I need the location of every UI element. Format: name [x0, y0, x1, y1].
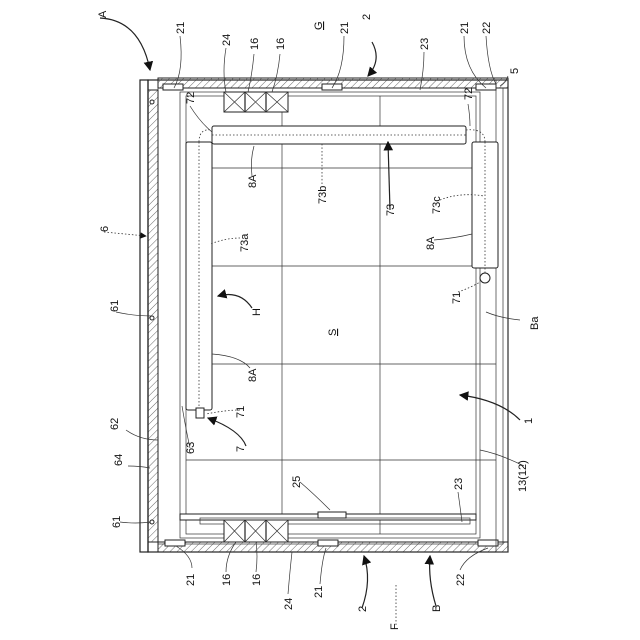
label-24-bottom: 24 — [283, 598, 295, 610]
label-16-top-b: 16 — [275, 38, 287, 50]
bottom-units — [180, 512, 476, 542]
label-61-bottom: 61 — [111, 516, 123, 528]
shelf-grid — [186, 96, 496, 534]
label-73b: 73b — [317, 186, 329, 204]
label-23-bottom: 23 — [453, 478, 465, 490]
label-64: 64 — [113, 454, 125, 466]
label-16-bottom-a: 16 — [221, 574, 233, 586]
label-Ba: Ba — [529, 316, 541, 330]
label-71-right: 71 — [451, 292, 463, 304]
label-F: F — [389, 623, 401, 630]
label-62: 62 — [109, 418, 121, 430]
pipe-top — [212, 126, 466, 144]
label-21-d: 21 — [185, 574, 197, 586]
label-21-e: 21 — [313, 586, 325, 598]
label-24-top: 24 — [221, 34, 233, 46]
label-73: 73 — [385, 204, 397, 216]
reference-labels: A G 2 21 24 16 16 21 23 21 22 5 72 72 8A… — [97, 10, 541, 630]
label-1: 1 — [523, 418, 535, 424]
bottom-wall — [158, 540, 508, 552]
label-B: B — [431, 605, 443, 612]
label-A: A — [97, 10, 109, 18]
label-7: 7 — [235, 446, 247, 452]
label-73a: 73a — [239, 233, 251, 252]
label-H: H — [251, 308, 263, 316]
label-5: 5 — [509, 68, 521, 74]
pipe-right — [466, 130, 498, 283]
label-72-left: 72 — [185, 92, 197, 104]
label-16-bottom-b: 16 — [251, 574, 263, 586]
label-23-top: 23 — [419, 38, 431, 50]
label-71-left: 71 — [235, 406, 247, 418]
label-73c: 73c — [431, 196, 443, 214]
label-21-a: 21 — [175, 22, 187, 34]
label-72-right: 72 — [463, 88, 475, 100]
label-25: 25 — [291, 476, 303, 488]
leader-lines — [116, 36, 524, 594]
label-G: G — [313, 21, 325, 30]
top-wall — [158, 78, 508, 90]
label-S: S — [327, 329, 339, 336]
label-13-12: 13(12) — [517, 460, 529, 492]
label-8A-top: 8A — [247, 174, 259, 188]
pipe-left — [186, 130, 212, 418]
label-21-c: 21 — [459, 22, 471, 34]
top-units — [224, 92, 288, 112]
label-22-bottom: 22 — [455, 574, 467, 586]
label-61-mid: 61 — [109, 300, 121, 312]
label-2-bottom: 2 — [357, 606, 369, 612]
label-8A-left: 8A — [247, 368, 259, 382]
label-8A-right: 8A — [425, 236, 437, 250]
label-21-b: 21 — [339, 22, 351, 34]
label-22-top: 22 — [481, 22, 493, 34]
label-6: 6 — [99, 226, 111, 232]
label-2-top: 2 — [361, 14, 373, 20]
label-63: 63 — [185, 442, 197, 454]
label-16-top-a: 16 — [249, 38, 261, 50]
